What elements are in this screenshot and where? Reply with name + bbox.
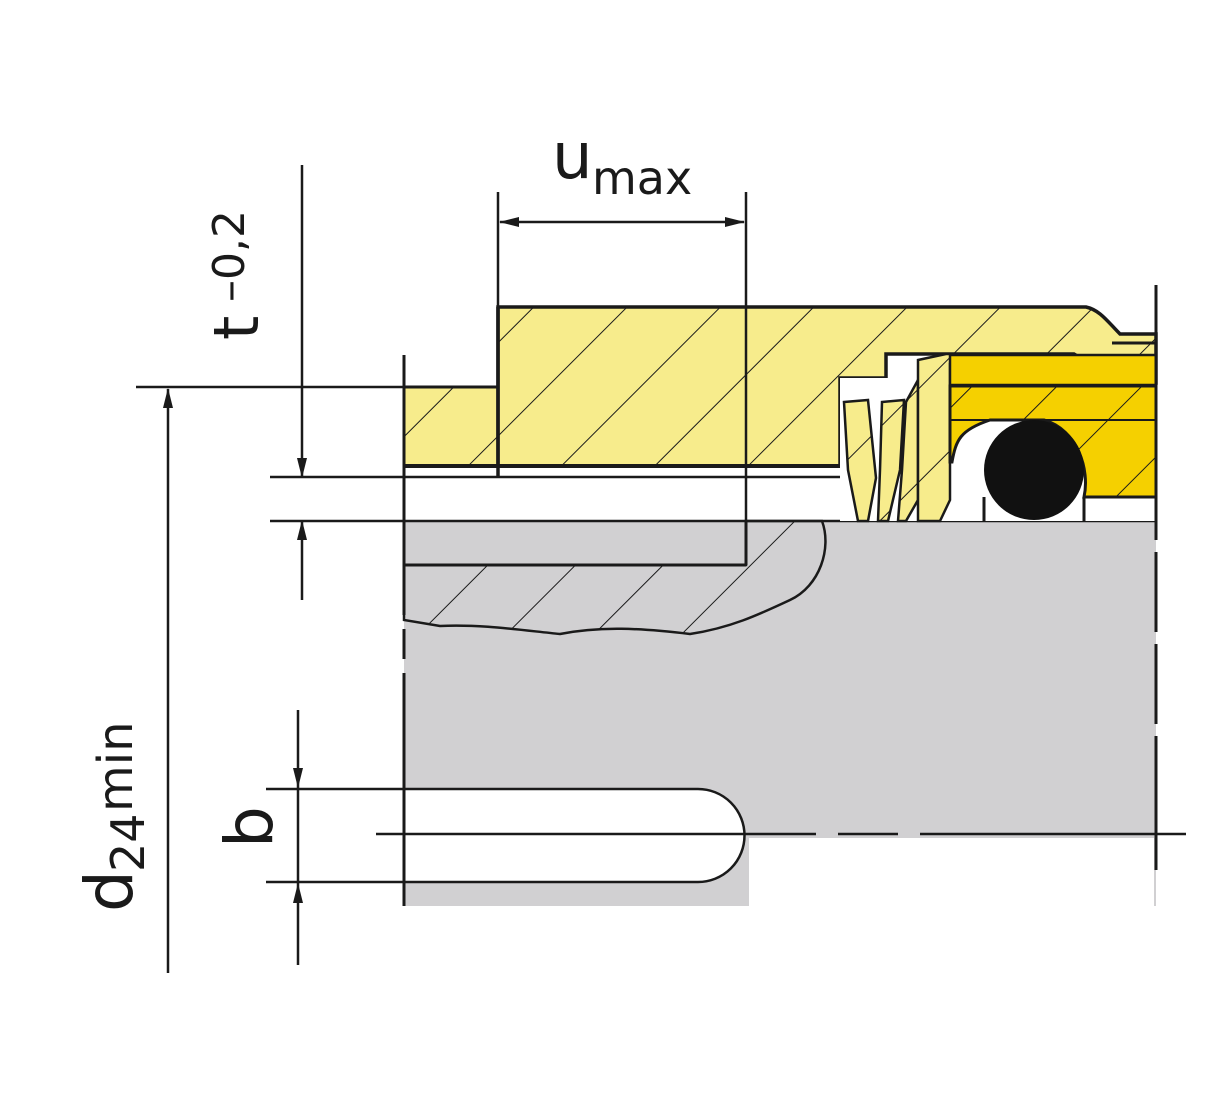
b-label: b [211, 806, 288, 848]
o-ring [984, 420, 1084, 520]
seal-v-lip-left [842, 398, 878, 523]
outline-lines [376, 192, 1186, 906]
housing-left-flange [402, 385, 500, 468]
d-min-suffix: min [88, 721, 144, 812]
seal-v-lip-mid [876, 398, 906, 523]
labels: u max t –0,2 b d 24 min [71, 120, 692, 912]
t-label: t [200, 316, 273, 340]
shaft-lower-white-area [749, 838, 1154, 906]
t-label-group: t –0,2 [200, 210, 273, 340]
seal-housing-top-band [948, 353, 1158, 387]
dimensions [136, 165, 745, 973]
d-label: d [71, 870, 148, 912]
b-label-group: b [211, 806, 288, 848]
u-subscript: max [592, 151, 692, 205]
shaft-keyway-slot [402, 787, 746, 884]
shaft-upper-hatched-section [402, 519, 827, 636]
d-subscript: 24 [101, 813, 155, 872]
u-label: u [552, 120, 593, 194]
seal-assembly [840, 352, 1158, 523]
t-tolerance: –0,2 [204, 210, 255, 302]
d24-label-group: d 24 min [71, 721, 155, 912]
shaft [402, 519, 1156, 906]
